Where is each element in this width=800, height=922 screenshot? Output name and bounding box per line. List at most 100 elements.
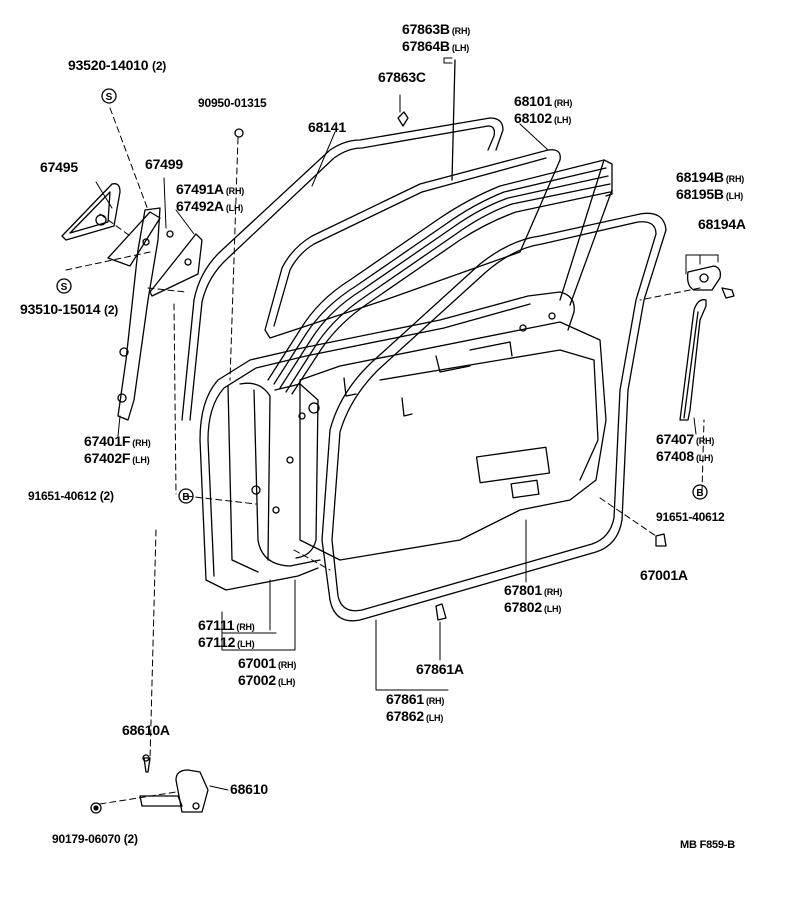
part-number: 68194A [698, 216, 746, 232]
part-number: 93510-15014 [20, 301, 101, 317]
part-number-rh: 68101 [514, 93, 552, 109]
part-number-lh: 67002 [238, 672, 276, 688]
label-67499: 67499 [145, 157, 183, 172]
marker-s-top [101, 88, 117, 104]
quantity: (2) [152, 59, 167, 73]
label-93520-14010: 93520-14010 (2) [68, 58, 166, 74]
side-rh: (RH) [553, 98, 573, 108]
label-68101: 68101(RH) 68102(LH) [514, 94, 572, 128]
label-67491a: 67491A(RH) 67492A(LH) [176, 182, 244, 216]
part-number-lh: 67864B [402, 38, 450, 54]
label-67801: 67801(RH) 67802(LH) [504, 583, 562, 617]
side-lh: (LH) [237, 639, 255, 649]
part-number-rh: 67407 [656, 431, 694, 447]
label-67495: 67495 [40, 160, 78, 175]
part-number-rh: 67401F [84, 433, 131, 449]
quantity: (2) [123, 832, 138, 846]
side-rh: (RH) [543, 587, 563, 597]
part-number-lh: 67802 [504, 599, 542, 615]
part-number-lh: 68195B [676, 186, 724, 202]
vent-frame-67401 [107, 207, 161, 421]
side-rh: (RH) [132, 438, 151, 448]
marker-b-left [178, 488, 194, 504]
part-number-lh: 67492A [176, 198, 224, 214]
side-lh: (LH) [543, 604, 562, 614]
side-lh: (LH) [451, 43, 470, 53]
part-number: 93520-14010 [68, 57, 149, 73]
clip-90950 [234, 128, 244, 138]
label-67401f: 67401F(RH) 67402F(LH) [84, 434, 151, 468]
label-90179-06070: 90179-06070 (2) [52, 832, 138, 847]
part-number-lh: 68102 [514, 110, 552, 126]
vent-window-67495 [61, 183, 121, 241]
label-68610: 68610 [230, 782, 268, 797]
door-inner-panel [251, 312, 607, 561]
marker-b-left-letter: B [182, 492, 189, 503]
label-68194a: 68194A [698, 217, 746, 232]
door-check-68610 [139, 754, 209, 813]
part-number-lh: 67862 [386, 708, 424, 724]
part-number: 68141 [308, 119, 346, 135]
side-lh: (LH) [553, 115, 572, 125]
label-67001: 67001(RH) 67002(LH) [238, 656, 296, 690]
side-rh: (RH) [225, 186, 245, 196]
part-number-lh: 67408 [656, 448, 694, 464]
part-number: 67001A [640, 567, 688, 583]
rear-channel-67407 [679, 299, 707, 421]
quantity: (2) [99, 489, 114, 503]
part-number: 67499 [145, 156, 183, 172]
label-67861a: 67861A [416, 662, 464, 677]
label-67863b: 67863B(RH) 67864B(LH) [402, 22, 470, 56]
part-number: 90950-01315 [198, 96, 267, 110]
part-number: 68610 [230, 781, 268, 797]
part-number: 67495 [40, 159, 78, 175]
side-lh: (LH) [695, 453, 714, 463]
part-number-rh: 67111 [198, 617, 235, 633]
marker-s-left [56, 278, 72, 294]
label-68194b: 68194B(RH) 68195B(LH) [676, 170, 744, 204]
side-lh: (LH) [225, 203, 244, 213]
part-number: 91651-40612 [28, 489, 97, 503]
side-lh: (LH) [725, 191, 744, 201]
part-number-rh: 67861 [386, 691, 424, 707]
marker-s-top-letter: S [106, 92, 113, 103]
marker-b-right-letter: B [696, 488, 703, 499]
label-91651-40612-right: 91651-40612 [656, 510, 725, 525]
side-rh: (RH) [695, 436, 715, 446]
part-number-rh: 67863B [402, 21, 450, 37]
bracket-67491a [149, 233, 203, 297]
door-shell-67001 [199, 291, 575, 591]
part-number-rh: 67801 [504, 582, 542, 598]
side-lh: (LH) [425, 713, 444, 723]
label-93510-15014: 93510-15014 (2) [20, 302, 118, 318]
label-67111: 67111(RH) 67112(LH) [198, 618, 255, 652]
quantity: (2) [104, 303, 119, 317]
figure-reference: MB F859-B [680, 839, 736, 851]
part-number-lh: 67112 [198, 634, 236, 650]
label-67407: 67407(RH) 67408(LH) [656, 432, 714, 466]
label-90950-01315: 90950-01315 [198, 96, 267, 111]
part-number: 67863C [378, 69, 426, 85]
part-number-rh: 68194B [676, 169, 724, 185]
glass-run-68141 [181, 117, 504, 421]
part-number-lh: 67402F [84, 450, 131, 466]
part-number: 68610A [122, 722, 170, 738]
nut-90179 [90, 802, 102, 814]
side-rh: (RH) [425, 696, 445, 706]
side-rh: (RH) [236, 622, 255, 632]
side-rh: (RH) [725, 174, 745, 184]
side-lh: (LH) [277, 677, 296, 687]
label-68141: 68141 [308, 120, 346, 135]
part-number-rh: 67001 [238, 655, 276, 671]
label-68610a: 68610A [122, 723, 170, 738]
part-number: 90179-06070 [52, 832, 121, 846]
clip-67861a [435, 603, 447, 621]
label-67861: 67861(RH) 67862(LH) [386, 692, 444, 726]
belt-moulding-67863b [267, 159, 613, 395]
marker-b-right [692, 484, 708, 500]
side-lh: (LH) [132, 455, 150, 465]
side-rh: (RH) [277, 660, 297, 670]
label-91651-40612-left: 91651-40612 (2) [28, 489, 114, 504]
